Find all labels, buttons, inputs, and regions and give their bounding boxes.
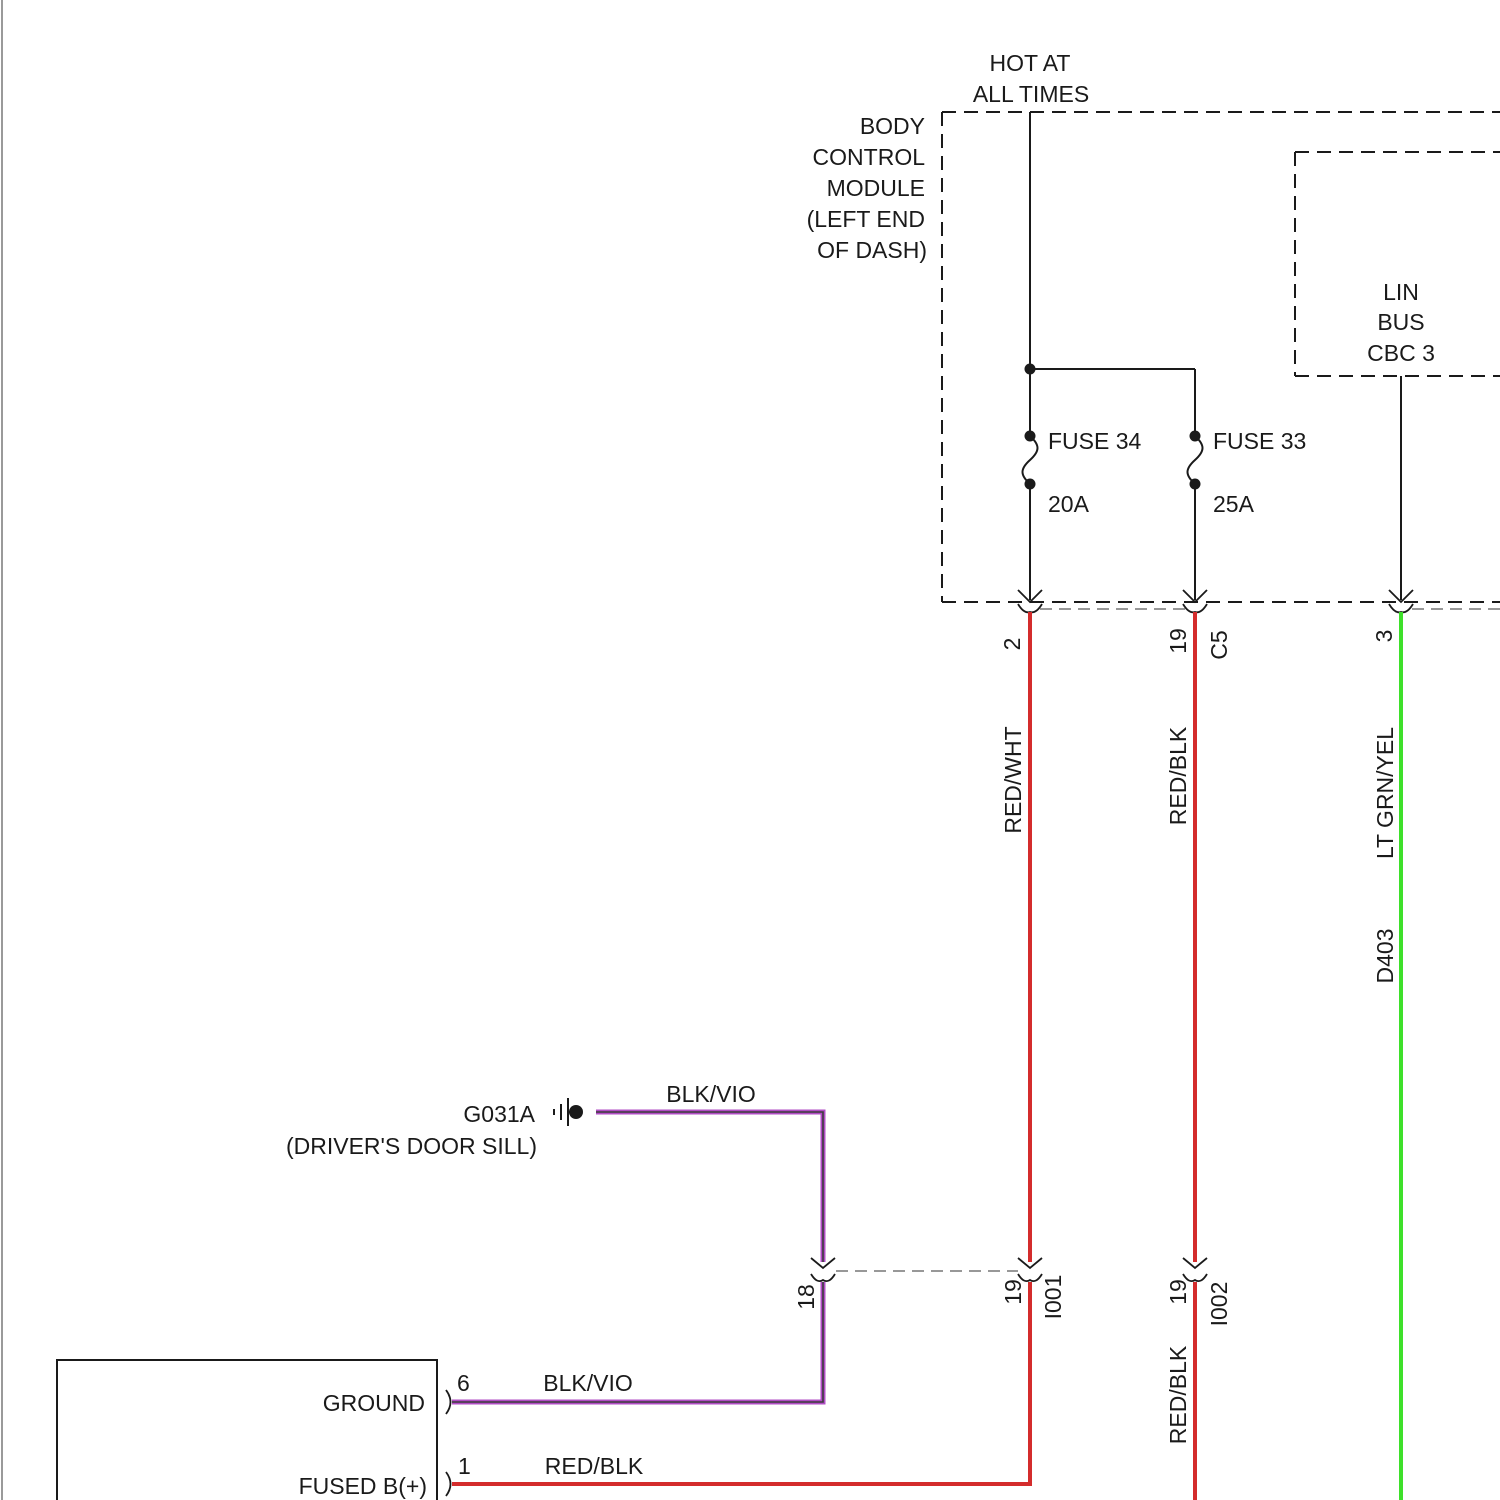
pin-18-label: 18 [793,1284,819,1310]
pin-3-label: 3 [1371,630,1397,643]
box-pin-6-label: 6 [457,1370,470,1396]
pin-19-c5-label: 19 [1165,628,1191,654]
fuse-33 [1188,431,1203,601]
wire-blk-vio-bottom-label: BLK/VIO [543,1370,632,1396]
wire-red-blk-lower-label: RED/BLK [1165,1345,1191,1444]
pin-2-label: 2 [999,638,1025,651]
bcm-label-line-4: (LEFT END [807,206,925,232]
wire-red-blk-bottom [452,1282,1030,1484]
box-ground-label: GROUND [323,1390,425,1416]
pin-19-i002-label: 19 [1165,1279,1191,1305]
hot-at-label: HOT AT [990,50,1071,76]
bcm-label-line-1: BODY [860,113,925,139]
wire-red-blk-bottom-label: RED/BLK [545,1453,644,1479]
ground-location-label: (DRIVER'S DOOR SILL) [286,1133,537,1159]
wire-red-blk-upper-label: RED/BLK [1165,726,1191,825]
all-times-label: ALL TIMES [973,81,1089,107]
lin-bus-label-line-2: BUS [1377,309,1424,335]
fuse-34-label: FUSE 34 [1048,428,1142,454]
wire-blk-vio-top-label: BLK/VIO [666,1081,755,1107]
fuse-34-rating: 20A [1048,491,1090,517]
ground-symbol-icon [554,1098,583,1126]
connector-c5-label: C5 [1206,630,1232,659]
fuse-34 [1023,431,1038,601]
box-fused-b-plus-label: FUSED B(+) [299,1473,427,1499]
ground-id-label: G031A [463,1101,535,1127]
fuse-33-rating: 25A [1213,491,1255,517]
circuit-d403-label: D403 [1372,929,1398,984]
bcm-label-line-3: MODULE [827,175,925,201]
box-pin-1-glyph [446,1472,451,1496]
box-pin-6-glyph [446,1390,451,1414]
bcm-label-line-2: CONTROL [813,144,926,170]
bcm-label-line-5: OF DASH) [817,237,927,263]
wire-blk-vio-top [596,1112,823,1262]
internal-power-feed [1025,112,1196,436]
pin-19-i001-label: 19 [1000,1279,1026,1305]
wire-lt-grn-yel-label: LT GRN/YEL [1372,727,1398,859]
connector-i002-label: I002 [1206,1282,1232,1327]
lin-bus-label-line-3: CBC 3 [1367,340,1435,366]
connector-i001-label: I001 [1040,1275,1066,1320]
lin-bus-label-line-1: LIN [1383,279,1419,305]
wire-blk-vio-bottom [452,1282,823,1402]
wire-red-wht-label: RED/WHT [1000,726,1026,833]
box-pin-1-label: 1 [458,1453,471,1479]
fuse-33-label: FUSE 33 [1213,428,1306,454]
splice-dot [1025,364,1036,375]
